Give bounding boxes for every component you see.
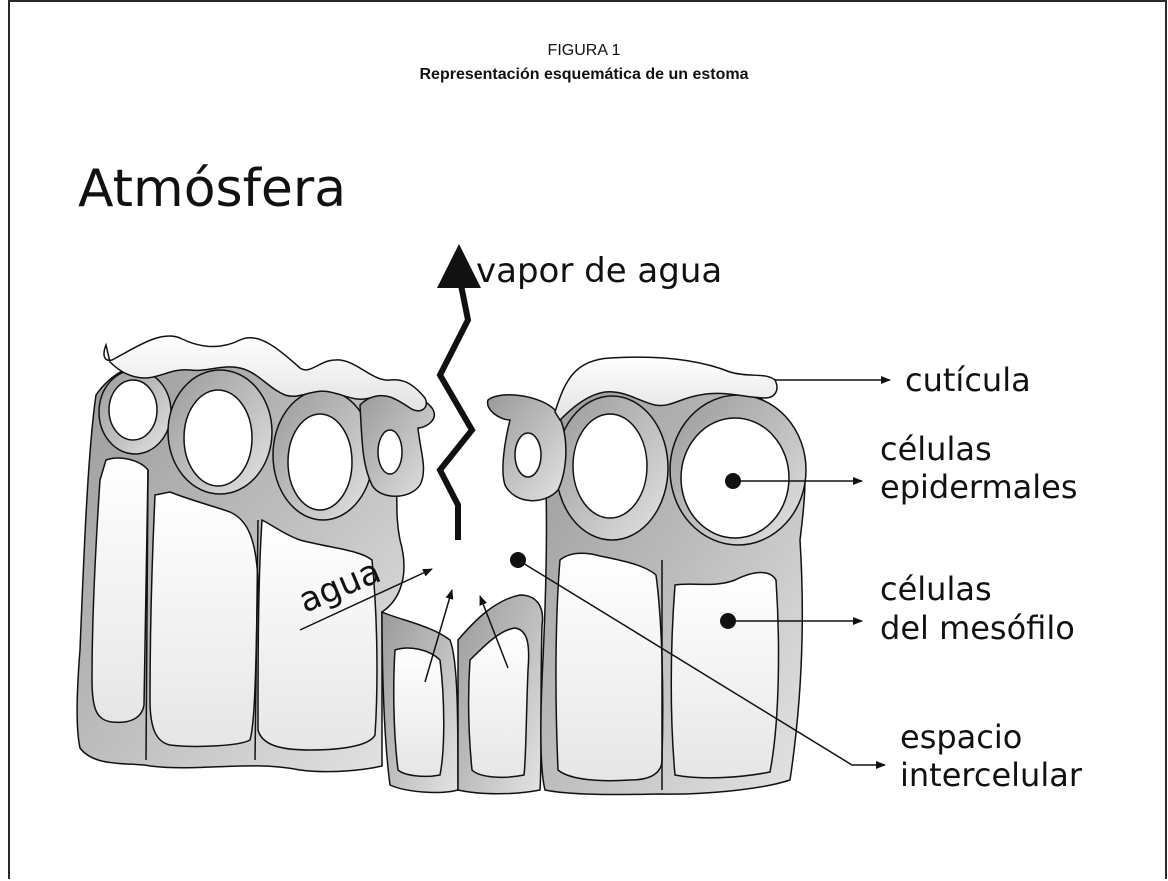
figure-frame [8, 0, 1167, 879]
right-mesophyll-lumen [670, 571, 780, 779]
right-mesophyll-lumen [555, 552, 664, 782]
left-guard-cell [359, 392, 435, 497]
mesophyll-label-line1: células [880, 570, 992, 608]
cuticle-label: cutícula [905, 361, 1031, 399]
water-arrow [479, 595, 509, 669]
intercellular-label-line2: intercelular [900, 756, 1083, 794]
left-epidermal-cell [98, 369, 172, 455]
right-epidermal-cell [669, 394, 807, 546]
left-mesophyll-lumen [257, 518, 378, 751]
right-cuticle [554, 356, 778, 422]
right-tissue [540, 379, 807, 796]
atmosphere-label: Atmósfera [78, 159, 346, 219]
vapor-path [436, 279, 476, 540]
left-mesophyll-lumen [149, 491, 259, 748]
vapor-arrow-head [437, 244, 481, 288]
left-epidermal-cell [272, 389, 374, 521]
epidermal-label-line2: epidermales [880, 468, 1078, 506]
left-cuticle [103, 335, 427, 412]
right-epidermal-cell [555, 395, 669, 541]
intercellular-label-line1: espacio [900, 718, 1022, 756]
figure-number: FIGURA 1 [547, 42, 621, 59]
center-tissue [381, 594, 544, 795]
intercellular-pointer [517, 559, 886, 769]
left-mesophyll-lumen [91, 457, 149, 724]
left-tissue [76, 358, 405, 773]
mesophyll-label-line2: del mesófilo [880, 609, 1075, 647]
right-guard-cell [486, 394, 567, 502]
water-arrow [424, 589, 454, 683]
left-epidermal-cell [167, 369, 273, 495]
epidermal-label-line1: células [880, 430, 992, 468]
vapor-label: vapor de agua [476, 251, 722, 291]
figure-title: Representación esquemática de un estoma [419, 66, 749, 83]
water-arrow [299, 568, 433, 631]
